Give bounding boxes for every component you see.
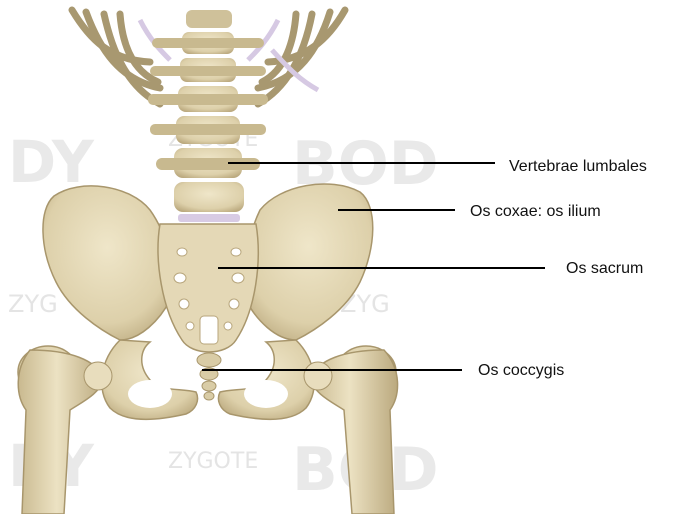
label-os-sacrum: Os sacrum [566,259,643,279]
right-obturator-foramen [244,380,288,408]
label-os-coccygis: Os coccygis [478,361,564,381]
left-femur [18,346,112,514]
coccyx [197,353,221,400]
left-ilium [43,186,172,340]
label-vertebrae-lumbales: Vertebrae lumbales [509,157,647,177]
watermark-logo-bottom: ZYGOTE [168,449,258,474]
lumbar-vertebrae [148,10,268,222]
watermark-side-left: ZYG [8,290,58,318]
label-os-ilium: Os coxae: os ilium [470,202,601,222]
left-obturator-foramen [128,380,172,408]
